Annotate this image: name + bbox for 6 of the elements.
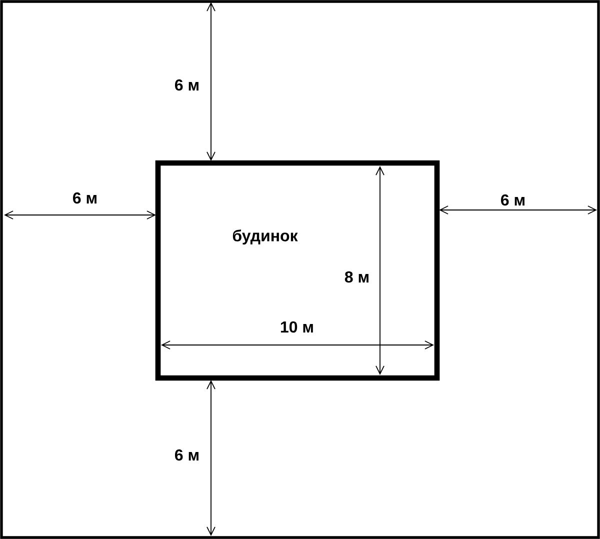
dimension-label: 6 м <box>175 79 198 91</box>
dimension-label: 6 м <box>175 449 198 461</box>
dimension-label: 10 м <box>280 321 313 333</box>
dimension-label: 8 м <box>344 271 368 283</box>
dimension-label: 6 м <box>501 194 524 206</box>
dimension-label: 6 м <box>73 192 96 204</box>
